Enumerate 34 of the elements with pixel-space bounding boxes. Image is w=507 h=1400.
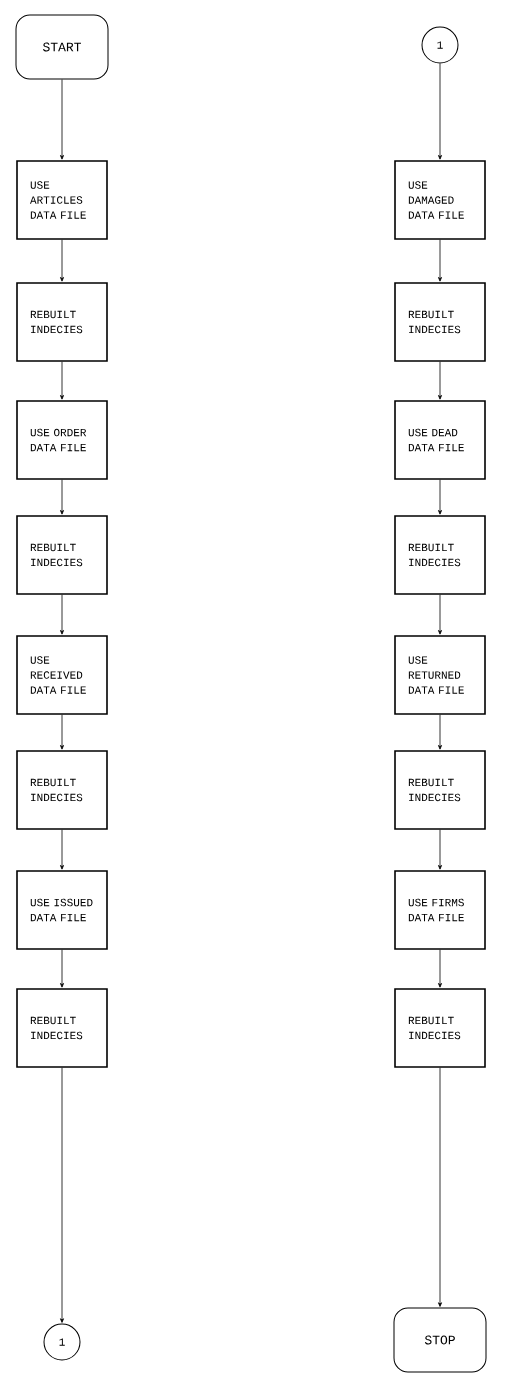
process-box: USE ARTICLES DATA FILE <box>16 160 108 240</box>
arrow <box>60 79 64 160</box>
arrow <box>438 829 442 870</box>
arrow <box>438 1067 442 1307</box>
process-box: USE ORDER DATA FILE <box>16 400 108 480</box>
arrow <box>438 714 442 750</box>
process-box: REBUILT INDECIES <box>16 515 108 595</box>
process-box: USE DEAD DATA FILE <box>394 400 486 480</box>
arrow <box>60 361 64 400</box>
arrow <box>60 479 64 515</box>
process-box: USE RECEIVED DATA FILE <box>16 635 108 715</box>
arrow <box>60 829 64 870</box>
process-box: REBUILT INDECIES <box>16 988 108 1068</box>
process-box: USE RETURNED DATA FILE <box>394 635 486 715</box>
arrow <box>60 949 64 988</box>
arrow <box>60 714 64 750</box>
arrow <box>438 63 442 160</box>
arrow <box>438 239 442 282</box>
process-box: REBUILT INDECIES <box>16 282 108 362</box>
process-box: REBUILT INDECIES <box>16 750 108 830</box>
process-box: USE FIRMS DATA FILE <box>394 870 486 950</box>
process-box: USE ISSUED DATA FILE <box>16 870 108 950</box>
process-box: REBUILT INDECIES <box>394 282 486 362</box>
arrow <box>438 361 442 400</box>
process-box: REBUILT INDECIES <box>394 750 486 830</box>
process-box: REBUILT INDECIES <box>394 988 486 1068</box>
arrow <box>438 594 442 635</box>
process-box: REBUILT INDECIES <box>394 515 486 595</box>
arrow <box>438 949 442 988</box>
arrow <box>60 1067 64 1323</box>
arrow <box>438 479 442 515</box>
arrow <box>60 594 64 635</box>
process-box: USE DAMAGED DATA FILE <box>394 160 486 240</box>
arrow <box>60 239 64 282</box>
